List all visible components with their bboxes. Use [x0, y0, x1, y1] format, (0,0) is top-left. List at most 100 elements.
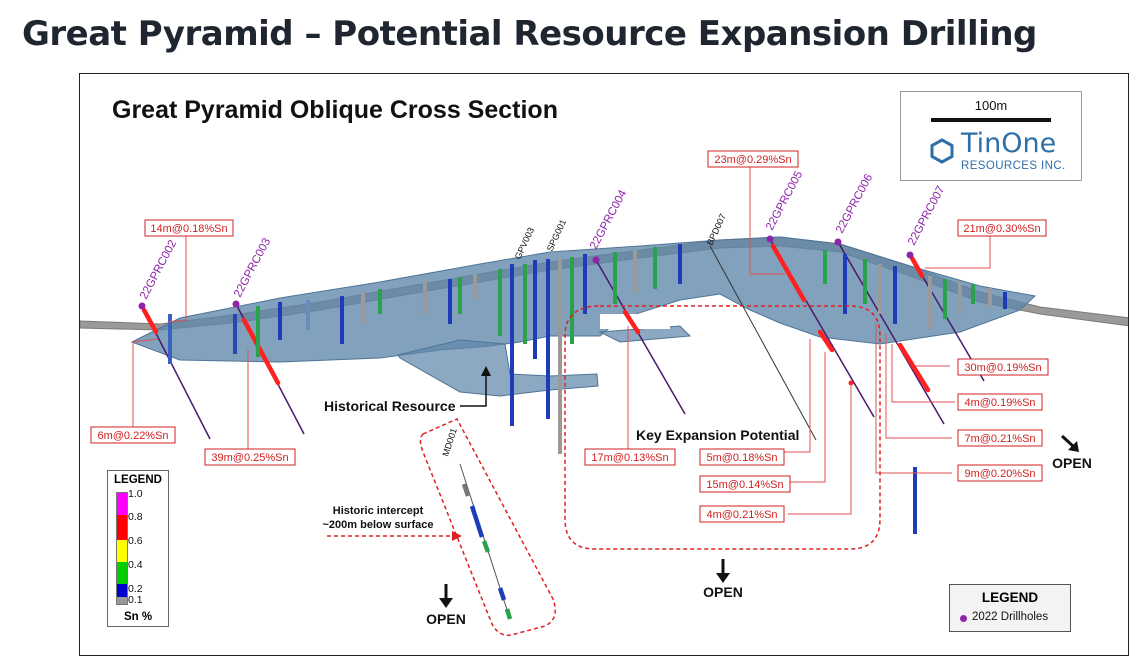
- md001-grade-segment: [497, 587, 507, 601]
- box-7m: [957, 429, 1043, 447]
- collar-22gprc005: [766, 235, 774, 243]
- cross-section-panel: Great Pyramid Oblique Cross Section: [79, 73, 1129, 656]
- collar-22gprc007: [906, 251, 914, 259]
- md001-grade-segment: [504, 608, 513, 620]
- drillhole-legend: LEGEND 2022 Drillholes: [949, 584, 1071, 632]
- intercept-highlight-005b: [817, 329, 835, 353]
- sn-legend-unit: Sn %: [123, 611, 153, 623]
- section-title: Great Pyramid Oblique Cross Section: [112, 96, 558, 124]
- intercept-highlight-004: [622, 309, 641, 335]
- ramp-grey: [117, 597, 127, 604]
- scale-label: 100m: [974, 98, 1008, 113]
- box-14m: [144, 219, 234, 237]
- drillhole-bpd007-trace: [709, 245, 817, 441]
- md001-grade-segment: [481, 540, 491, 553]
- label-22gprc005: 22GPRC005: [764, 169, 805, 232]
- tick-1-0: 1.0: [128, 488, 143, 500]
- sn-grade-legend: LEGEND 1.0 0.8 0.6 0.4 0.2 0.1 Sn %: [107, 470, 169, 627]
- md001-grade-segment: [461, 483, 471, 497]
- leader-14m: [167, 233, 187, 323]
- box-4m-021: [699, 505, 785, 523]
- open-arrow-right: [1060, 434, 1079, 452]
- drillhole-legend-dot: [960, 615, 967, 622]
- intercept-highlight-007b: [897, 342, 931, 393]
- historic-intercept-line1: Historic intercept: [333, 505, 424, 517]
- label-md001: MD001: [440, 427, 458, 458]
- box-9m: [957, 464, 1043, 482]
- cross-section-diagram: 22GPRC002 22GPRC003 22GPRC004 22GPRC005 …: [80, 150, 1128, 636]
- open-arrow-left: [439, 584, 453, 608]
- label-22gprc004: 22GPRC004: [588, 188, 629, 252]
- box-23m: [707, 150, 799, 168]
- intercept-highlight-005a: [770, 243, 807, 303]
- intercept-4m-021: 4m@0.21%Sn: [706, 509, 777, 521]
- page-title: Great Pyramid – Potential Resource Expan…: [22, 14, 1037, 54]
- tick-0-2: 0.2: [128, 583, 143, 595]
- leader-23m: [749, 167, 785, 275]
- sn-legend-title: LEGEND: [114, 474, 162, 486]
- historical-resource-arrowhead: [481, 366, 491, 376]
- historic-intercept-line2: ~200m below surface: [323, 519, 434, 531]
- drillhole-22gprc006-trace: [837, 241, 945, 425]
- sn-color-ramp: [116, 492, 128, 605]
- drillhole-22gprc004-trace: [595, 259, 686, 415]
- tick-0-1: 0.1: [128, 594, 143, 606]
- intercept-14m: 14m@0.18%Sn: [150, 223, 227, 235]
- box-30m: [957, 358, 1049, 376]
- intercept-5m: 5m@0.18%Sn: [706, 452, 777, 464]
- open-label-center: OPEN: [703, 584, 743, 600]
- collar-22gprc006: [834, 238, 842, 246]
- scale-and-logo-box: 100m TinOne RESOURCES INC.: [900, 91, 1082, 181]
- leader-6m: [132, 338, 159, 427]
- open-label-right: OPEN: [1052, 455, 1092, 471]
- intercept-39m: 39m@0.25%Sn: [211, 452, 288, 464]
- collar-22gprc002: [138, 302, 146, 310]
- tinone-logo-icon: [930, 138, 954, 164]
- historic-intercept-arrowhead: [452, 531, 462, 541]
- historic-holes: [168, 244, 1007, 454]
- historical-resource-arrow: [460, 374, 487, 407]
- intercept-4m-019: 4m@0.19%Sn: [964, 397, 1035, 409]
- intercept-23m: 23m@0.29%Sn: [714, 154, 791, 166]
- intercept-9m: 9m@0.20%Sn: [964, 468, 1035, 480]
- box-5m: [699, 448, 785, 466]
- leader-5m: [784, 339, 811, 453]
- leader-9m: [875, 324, 952, 474]
- drillhole-legend-item: 2022 Drillholes: [972, 611, 1049, 623]
- box-4m-019: [957, 393, 1043, 411]
- intercept-highlight-002: [141, 307, 159, 335]
- label-22gprc002: 22GPRC002: [138, 238, 179, 301]
- intercept-15m: 15m@0.14%Sn: [706, 479, 783, 491]
- leader-21m: [925, 234, 991, 269]
- intercept-6m: 6m@0.22%Sn: [97, 430, 168, 442]
- historical-resource-label: Historical Resource: [324, 398, 456, 414]
- label-22gprc003: 22GPRC003: [232, 236, 273, 299]
- box-39m: [204, 448, 296, 466]
- tick-0-4: 0.4: [128, 559, 143, 571]
- ramp-green: [117, 561, 127, 584]
- ramp-magenta: [117, 493, 127, 516]
- lower-resource-lobe: [397, 339, 599, 397]
- open-label-left: OPEN: [426, 611, 466, 627]
- leader-4m-021: [788, 384, 852, 515]
- label-spg001: SPG001: [545, 218, 568, 253]
- drillhole-legend-title: LEGEND: [981, 590, 1039, 605]
- scale-bar: [931, 118, 1051, 122]
- intercept-highlight-dot: [848, 380, 854, 386]
- collar-22gprc003: [232, 300, 240, 308]
- box-15m: [699, 475, 791, 493]
- intercept-7m: 7m@0.21%Sn: [964, 433, 1035, 445]
- ramp-blue: [117, 584, 127, 598]
- tick-0-6: 0.6: [128, 535, 143, 547]
- md001-grade-segment: [469, 505, 485, 538]
- label-22gprc007: 22GPRC007: [906, 184, 947, 247]
- leader-15m: [788, 352, 826, 483]
- intercept-30m: 30m@0.19%Sn: [964, 362, 1041, 374]
- label-22gprc006: 22GPRC006: [834, 172, 875, 235]
- leader-4m-019: [891, 344, 955, 403]
- logo-subtitle: RESOURCES INC.: [961, 160, 1066, 172]
- box-6m: [90, 426, 176, 444]
- ramp-yellow: [117, 539, 127, 562]
- key-expansion-label: Key Expansion Potential: [636, 427, 799, 443]
- intercept-17m: 17m@0.13%Sn: [591, 452, 668, 464]
